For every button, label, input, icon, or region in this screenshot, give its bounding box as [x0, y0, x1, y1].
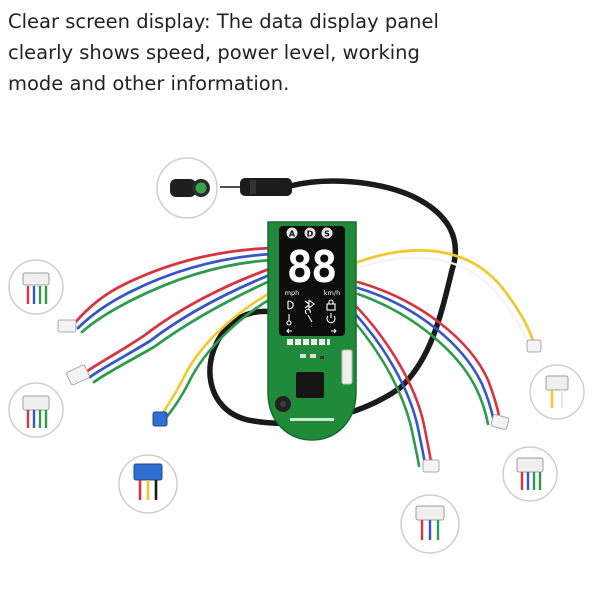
zoom-circle-left-lower	[8, 382, 64, 438]
caption-line-1: Clear screen display: The data display p…	[8, 10, 439, 33]
thermometer-icon	[286, 314, 292, 326]
speed-readout: 88	[287, 242, 336, 293]
power-icon	[326, 313, 336, 324]
arrow-right-icon	[331, 328, 337, 334]
female-connector	[240, 178, 292, 196]
headlight-icon	[287, 300, 294, 310]
plug-middle-left	[66, 364, 90, 386]
zoom-circle-right-upper	[529, 364, 585, 420]
arrow-left-icon	[286, 328, 292, 334]
caption-line-2: clearly shows speed, power level, workin…	[8, 41, 420, 64]
mode-a-label: A	[289, 230, 296, 239]
wire-yellow-right	[356, 249, 536, 350]
lock-icon	[326, 299, 336, 311]
plug-blue-small	[152, 411, 168, 427]
unit-mph: mph	[285, 289, 300, 297]
pcb-board	[267, 221, 357, 441]
mode-s-label: S	[324, 230, 330, 239]
plug-bottom	[422, 459, 440, 473]
unit-kmh: km/h	[324, 289, 340, 297]
zoom-circle-blue-plug	[118, 454, 178, 514]
wire-bundle-right	[356, 280, 502, 426]
zoom-circle-left-upper	[8, 259, 64, 315]
wire-bundle-left-upper	[72, 246, 274, 334]
zoom-circle-right-lower	[502, 446, 558, 502]
mode-d-label: D	[307, 230, 314, 239]
plug-right-lower	[490, 414, 510, 430]
mode-indicators: A D S	[286, 227, 333, 239]
wrench-icon	[304, 308, 313, 323]
plug-right-upper	[526, 339, 542, 353]
zoom-circle-bottom	[400, 494, 460, 554]
bluetooth-icon	[304, 299, 315, 310]
wire-bundle-left-lower	[84, 266, 274, 384]
battery-icon	[287, 339, 330, 345]
caption: Clear screen display: The data display p…	[8, 6, 568, 99]
caption-line-3: mode and other information.	[8, 72, 290, 95]
wire-bundle-bottom	[340, 298, 433, 468]
plug-upper-left	[57, 319, 77, 333]
pcb-components	[275, 349, 353, 421]
wire-bundle-blue-plug	[160, 290, 274, 420]
zoom-circle-connector	[156, 157, 218, 219]
